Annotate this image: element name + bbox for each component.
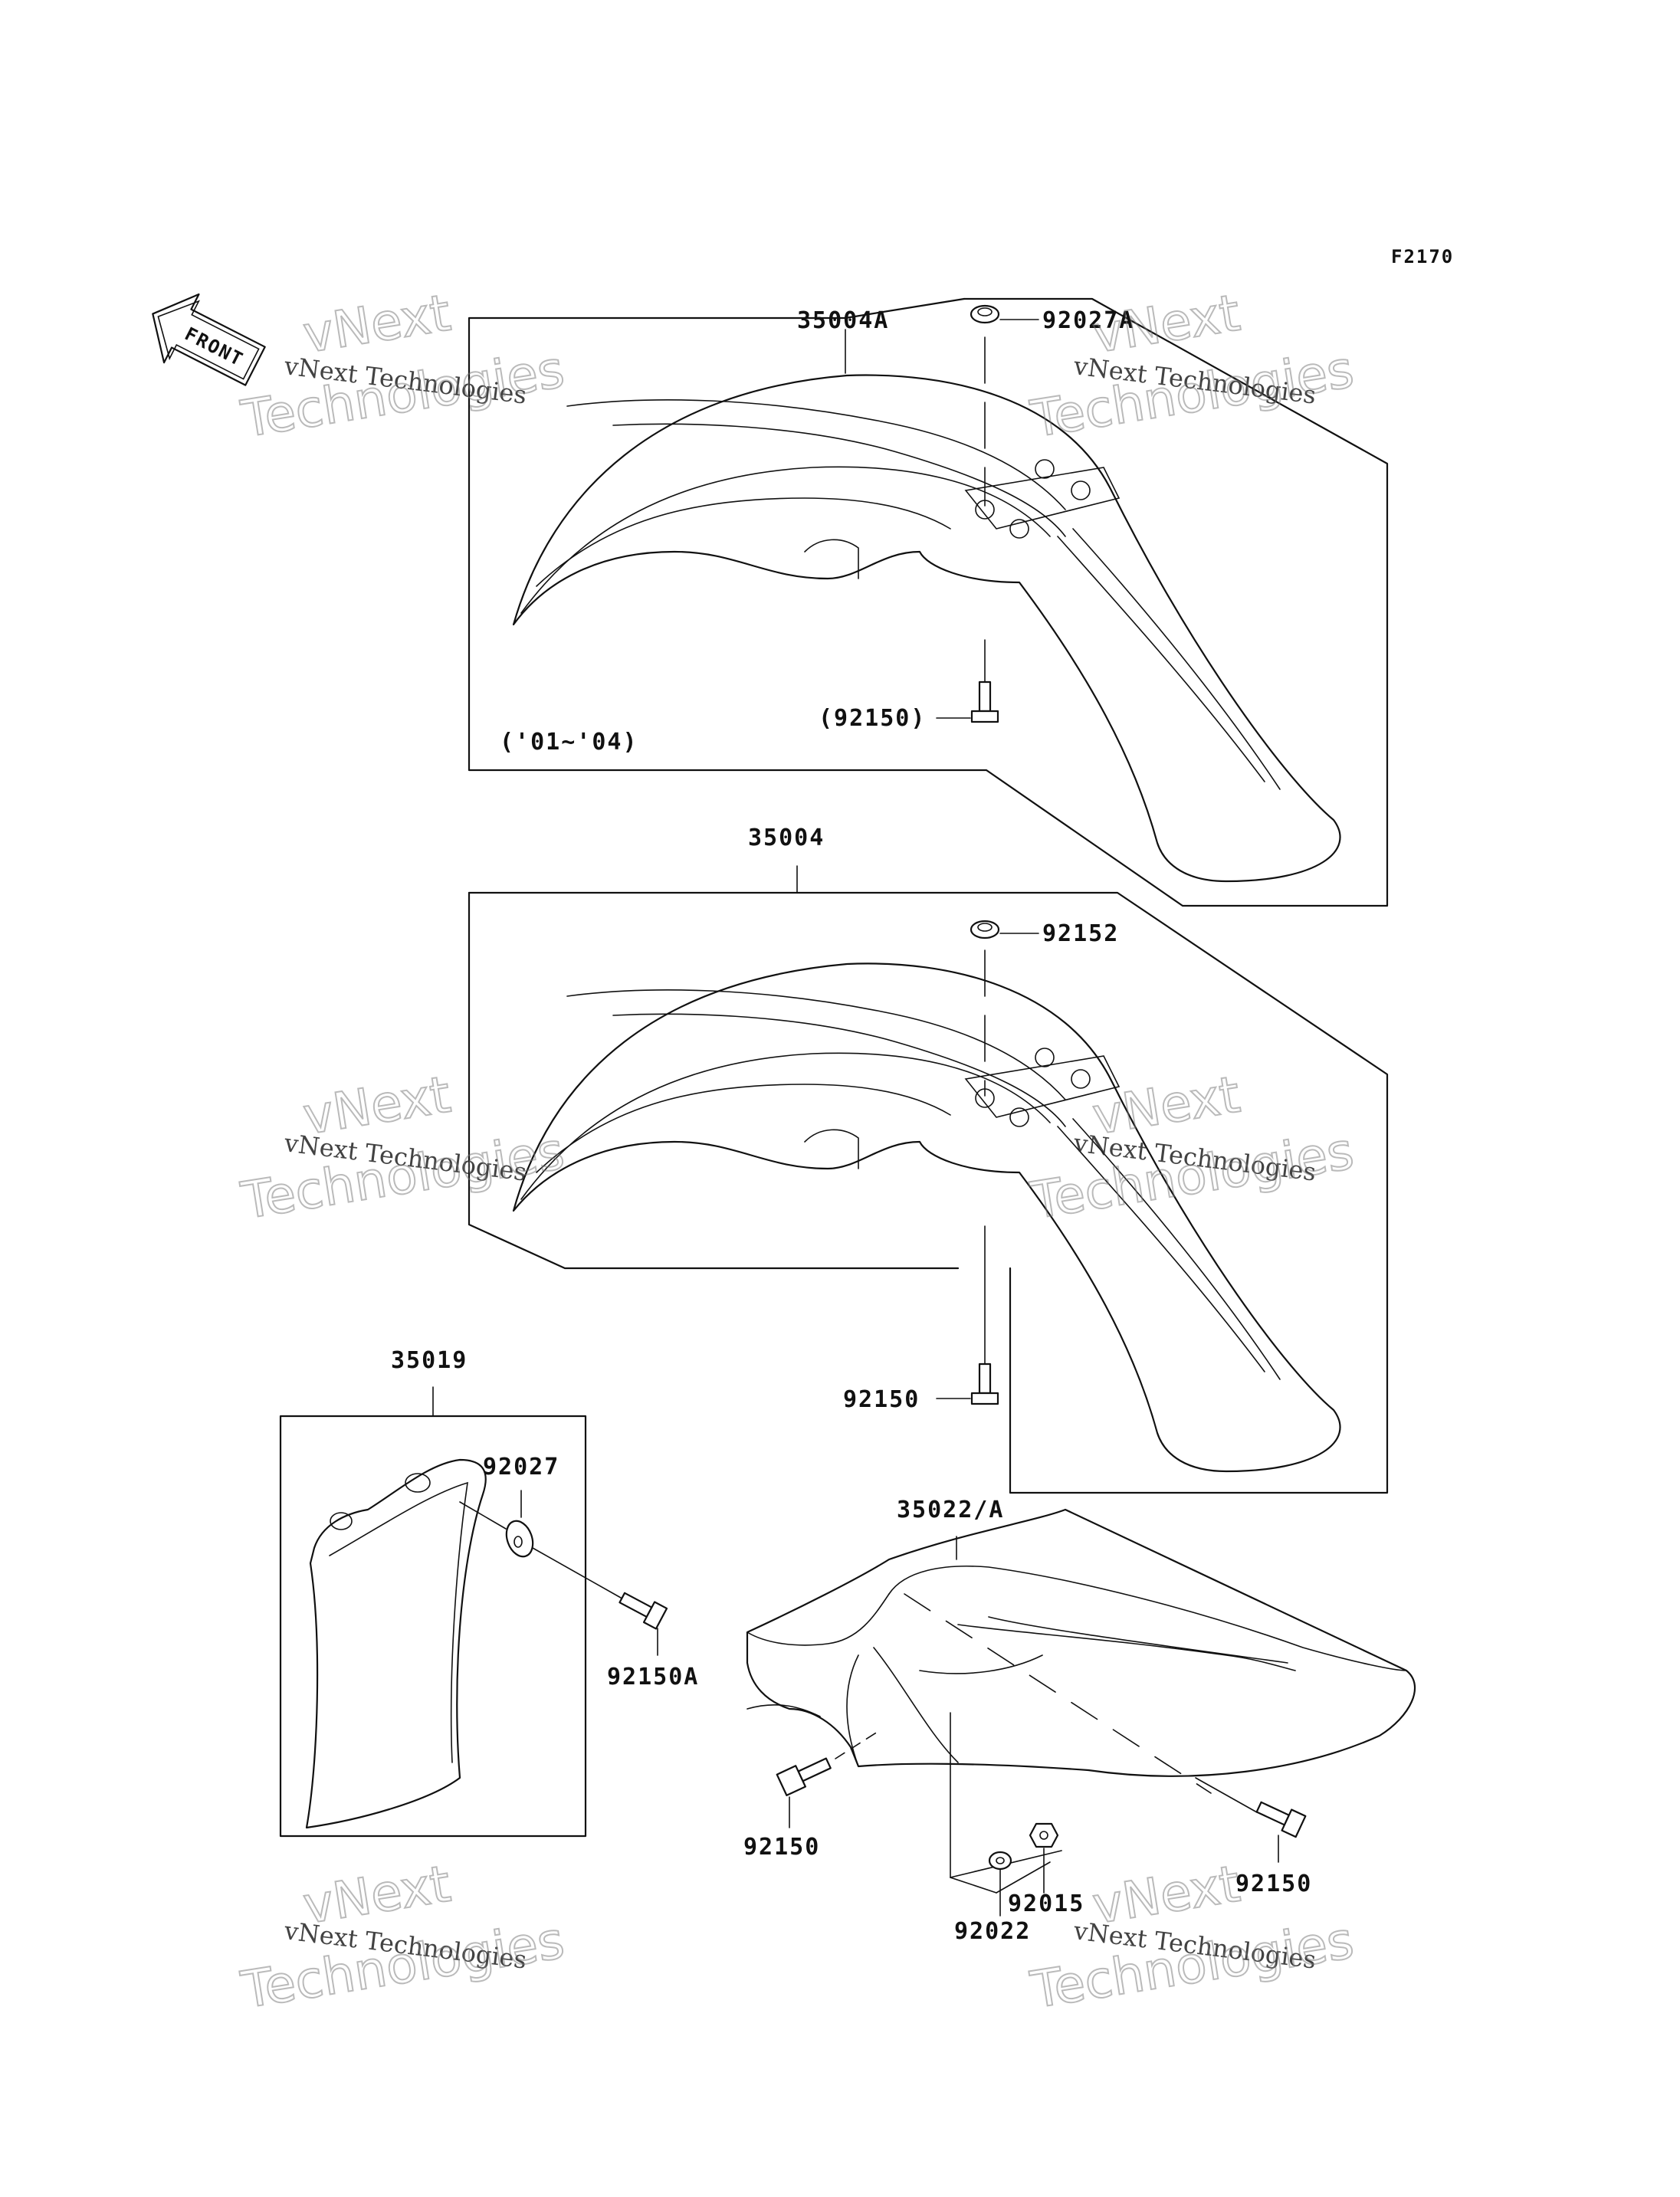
watermark-big-text: vNext <box>1088 1065 1243 1146</box>
part-label-92150-bracket: (92150) <box>819 705 926 732</box>
watermark-bottom-left: vNext Technologies vNext Technologies <box>236 1854 569 2021</box>
part-label-35022-a: 35022/A <box>897 1497 1004 1523</box>
part-label-35004: 35004 <box>748 825 825 851</box>
side-cover-group-35019 <box>279 1386 668 1838</box>
front-fender-35004a <box>512 374 1341 883</box>
part-label-92027a: 92027A <box>1042 307 1134 334</box>
part-label-92022: 92022 <box>954 1918 1031 1945</box>
watermark-big-text: vNext <box>299 1065 454 1146</box>
watermark-big-text: vNext <box>299 1854 454 1936</box>
bolt-icon <box>970 1362 999 1405</box>
grommet-icon <box>970 304 1000 324</box>
front-fender-35004 <box>512 962 1341 1473</box>
bolt-icon <box>619 1592 668 1630</box>
bolt-icon <box>970 680 999 723</box>
rear-fender-35022 <box>746 1508 1416 1794</box>
part-label-92027: 92027 <box>483 1454 559 1481</box>
washer-icon <box>988 1851 1012 1871</box>
front-arrow-icon: FRONT <box>152 293 266 386</box>
year-range-label: ('01~'04) <box>500 729 638 756</box>
part-label-92150-rear-left: 92150 <box>743 1834 820 1861</box>
part-label-92150-middle: 92150 <box>843 1386 920 1413</box>
part-label-35004a: 35004A <box>797 307 889 334</box>
part-label-92150a: 92150A <box>607 1664 699 1690</box>
bolt-icon <box>1255 1801 1307 1838</box>
part-label-92015: 92015 <box>1008 1890 1084 1917</box>
grommet-icon <box>970 920 1000 939</box>
nut-icon <box>1029 1822 1059 1848</box>
part-label-92150-rear-right: 92150 <box>1235 1871 1312 1897</box>
watermark-middle-right: vNext Technologies vNext Technologies <box>1025 1064 1358 1231</box>
figure-code: F2170 <box>1391 246 1454 267</box>
part-label-92152: 92152 <box>1042 920 1119 947</box>
front-fender-group-35004 <box>468 865 1389 1494</box>
bolt-icon <box>776 1757 832 1796</box>
side-cover-35019 <box>305 1458 487 1829</box>
part-label-35019: 35019 <box>391 1347 468 1374</box>
watermark-big-text: vNext <box>299 284 454 365</box>
watermark-top-left: vNext Technologies vNext Technologies <box>236 283 569 450</box>
watermark-big-text: vNext <box>1088 284 1243 365</box>
watermark-big-text: vNext <box>1088 1854 1243 1936</box>
front-fender-group-35004a <box>468 297 1389 907</box>
rear-fender-group-35022 <box>746 1508 1416 1917</box>
grommet-icon <box>505 1520 534 1558</box>
